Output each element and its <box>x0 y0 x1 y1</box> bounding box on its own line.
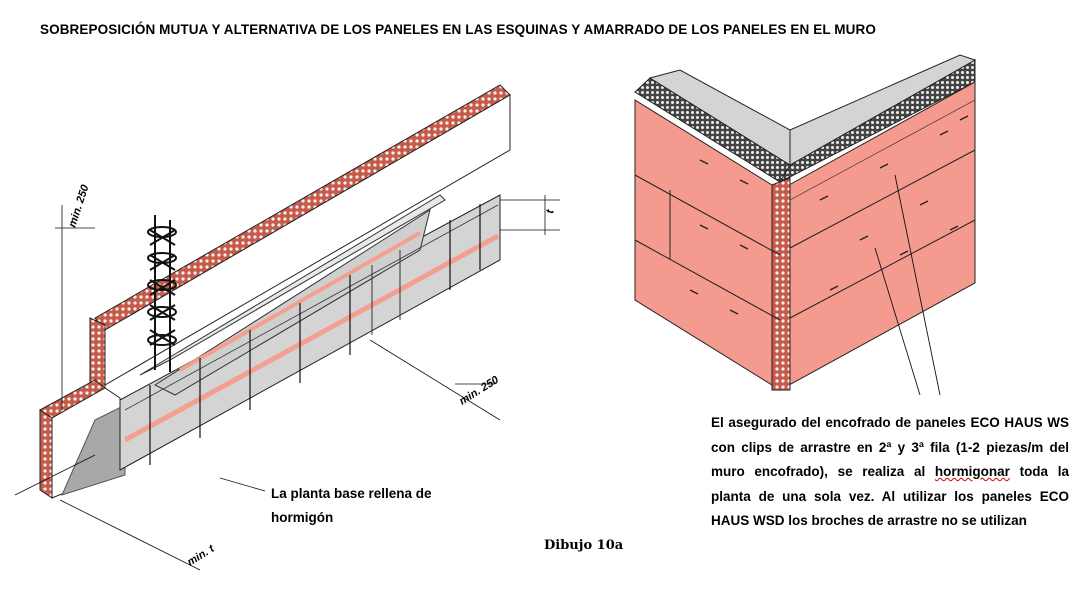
left-diagram <box>14 84 560 571</box>
dim-min250-right: min. 250 <box>457 374 501 408</box>
right-caption-post: toda la planta de una sola vez. Al utili… <box>711 464 1069 528</box>
left-wall-edge <box>89 317 106 391</box>
diagram-title: SOBREPOSICIÓN MUTUA Y ALTERNATIVA DE LOS… <box>40 22 876 37</box>
right-caption-pre: El asegurado del encofrado de paneles EC… <box>711 415 1069 479</box>
left-caption-line1: La planta base rellena de <box>271 486 432 501</box>
dim-min-t: min. t <box>185 542 217 568</box>
right-caption: El asegurado del encofrado de paneles EC… <box>711 411 1069 534</box>
left-caption: La planta base rellena de hormigón <box>271 482 432 530</box>
right-caption-underlined: hormigonar <box>934 464 1010 479</box>
cut-panel <box>153 208 431 396</box>
corner-edge <box>771 177 791 391</box>
figure-label: Dibujo 10a <box>544 538 624 553</box>
left-caption-line2: hormigón <box>271 510 334 525</box>
dim-t: t <box>544 208 557 215</box>
stripe-upper <box>179 231 421 372</box>
stripe-lower <box>123 233 500 443</box>
cut-panel-top <box>139 194 446 376</box>
right-diagram <box>634 54 977 396</box>
lower-wall-edge <box>39 409 53 499</box>
insulation-right <box>789 54 977 166</box>
dim-min250-left: min. 250 <box>66 183 91 229</box>
rebar-tower <box>147 215 177 372</box>
